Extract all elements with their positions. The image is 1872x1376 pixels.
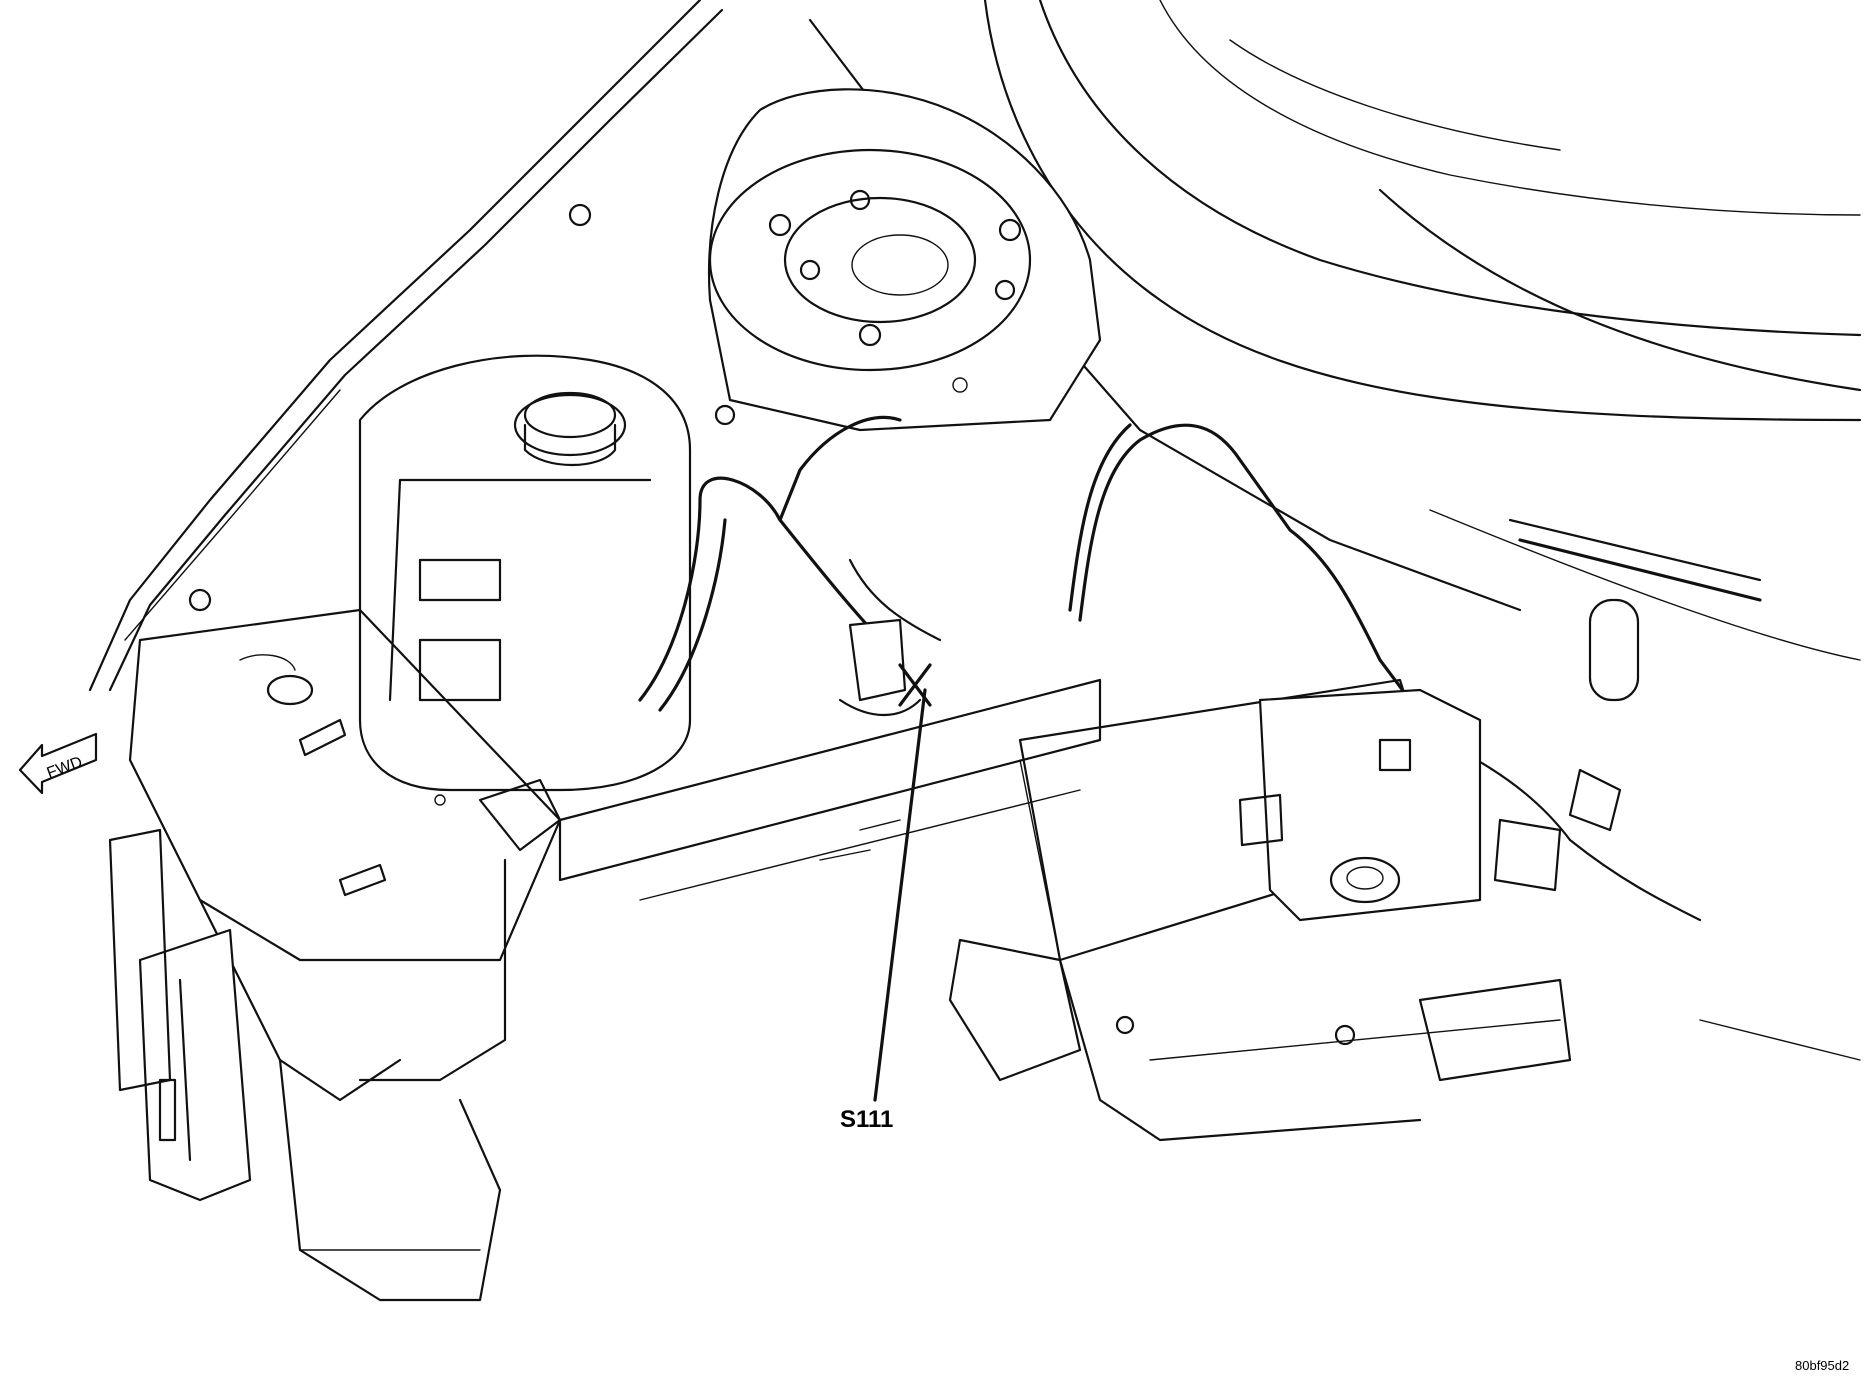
fender-slot xyxy=(1588,598,1640,702)
hood-edge xyxy=(88,0,724,692)
splice-callout-label: S111 xyxy=(840,1106,893,1133)
reference-code: 80bf95d2 xyxy=(1795,1358,1849,1373)
fasteners xyxy=(188,203,1356,1046)
fender-curves xyxy=(808,0,1862,661)
hoses-and-harness xyxy=(638,415,1762,922)
module-housing xyxy=(1238,688,1622,922)
splice-connector xyxy=(838,618,922,717)
forward-arrow-icon: FWD xyxy=(18,732,98,795)
coolant-reservoir xyxy=(358,354,692,792)
lower-bumper xyxy=(108,828,502,1302)
s111-leader-line xyxy=(873,663,932,1102)
shock-tower xyxy=(707,88,1102,432)
